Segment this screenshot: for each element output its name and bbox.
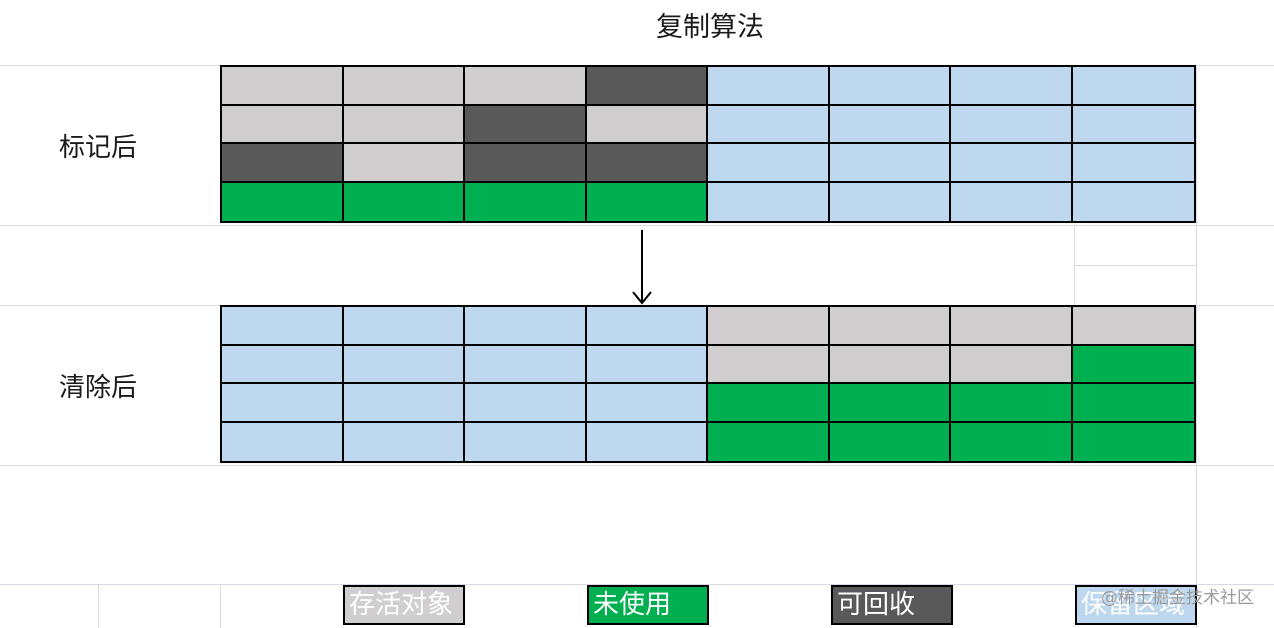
memory-block-unused <box>1072 384 1194 423</box>
memory-block-reserved <box>951 144 1073 183</box>
gridline <box>0 465 1274 466</box>
memory-block-reserved <box>465 307 587 346</box>
gridline <box>1196 65 1197 628</box>
memory-block-reserved <box>829 144 951 183</box>
legend-recyclable: 可回收 <box>831 585 953 625</box>
memory-block-live <box>1072 307 1194 346</box>
watermark: @稀土掘金技术社区 <box>1101 588 1254 608</box>
memory-block-reserved <box>343 345 465 384</box>
memory-block-live <box>951 307 1073 346</box>
gridline <box>1074 265 1196 266</box>
memory-block-recyclable <box>465 105 587 144</box>
memory-block-reserved <box>1072 144 1194 183</box>
memory-block-reserved <box>951 182 1073 221</box>
memory-block-live <box>586 105 708 144</box>
memory-block-reserved <box>708 105 830 144</box>
memory-block-reserved <box>951 105 1073 144</box>
memory-block-unused <box>951 422 1073 461</box>
section-label-after-mark: 标记后 <box>58 133 137 163</box>
memory-block-reserved <box>1072 105 1194 144</box>
memory-block-reserved <box>951 67 1073 106</box>
memory-block-reserved <box>222 422 344 461</box>
memory-block-reserved <box>465 422 587 461</box>
memory-block-reserved <box>222 345 344 384</box>
gridline <box>220 584 221 628</box>
legend-reserved-area: 保留区域 <box>1075 585 1197 625</box>
memory-block-live <box>343 67 465 106</box>
memory-block-recyclable <box>222 144 344 183</box>
gridline <box>0 584 1274 585</box>
memory-block-live <box>708 307 830 346</box>
memory-block-unused <box>708 422 830 461</box>
memory-block-recyclable <box>465 144 587 183</box>
memory-block-reserved <box>708 67 830 106</box>
memory-grid-after-mark <box>220 65 1196 223</box>
memory-block-live <box>829 307 951 346</box>
memory-block-reserved <box>708 144 830 183</box>
memory-block-unused <box>829 384 951 423</box>
memory-block-live <box>829 345 951 384</box>
memory-block-live <box>343 144 465 183</box>
diagram-title: 复制算法 <box>656 12 764 43</box>
memory-block-reserved <box>1072 67 1194 106</box>
memory-block-reserved <box>586 345 708 384</box>
memory-block-live <box>708 345 830 384</box>
memory-block-live <box>222 105 344 144</box>
memory-block-reserved <box>465 345 587 384</box>
memory-block-unused <box>343 182 465 221</box>
legend-unused: 未使用 <box>587 585 709 625</box>
memory-block-live <box>951 345 1073 384</box>
gridline <box>0 225 1274 226</box>
memory-block-unused <box>1072 345 1194 384</box>
memory-block-reserved <box>343 384 465 423</box>
memory-block-reserved <box>343 422 465 461</box>
memory-block-reserved <box>222 307 344 346</box>
memory-block-unused <box>829 422 951 461</box>
memory-block-recyclable <box>586 67 708 106</box>
gridline <box>98 584 99 628</box>
memory-block-recyclable <box>586 144 708 183</box>
memory-block-reserved <box>586 384 708 423</box>
memory-block-unused <box>708 384 830 423</box>
down-arrow-icon <box>632 230 652 305</box>
memory-block-live <box>343 105 465 144</box>
memory-block-reserved <box>829 67 951 106</box>
memory-block-reserved <box>222 384 344 423</box>
memory-block-reserved <box>465 384 587 423</box>
memory-block-reserved <box>1072 182 1194 221</box>
memory-grid-after-sweep <box>220 305 1196 463</box>
memory-block-unused <box>586 182 708 221</box>
memory-block-reserved <box>343 307 465 346</box>
legend-live-objects: 存活对象 <box>343 585 465 625</box>
memory-block-unused <box>951 384 1073 423</box>
memory-block-reserved <box>586 307 708 346</box>
memory-block-reserved <box>829 105 951 144</box>
memory-block-live <box>222 67 344 106</box>
memory-block-unused <box>222 182 344 221</box>
memory-block-reserved <box>708 182 830 221</box>
memory-block-unused <box>465 182 587 221</box>
memory-block-reserved <box>586 422 708 461</box>
section-label-after-sweep: 清除后 <box>58 373 137 403</box>
memory-block-unused <box>1072 422 1194 461</box>
memory-block-reserved <box>829 182 951 221</box>
gridline <box>1074 225 1075 305</box>
memory-block-live <box>465 67 587 106</box>
